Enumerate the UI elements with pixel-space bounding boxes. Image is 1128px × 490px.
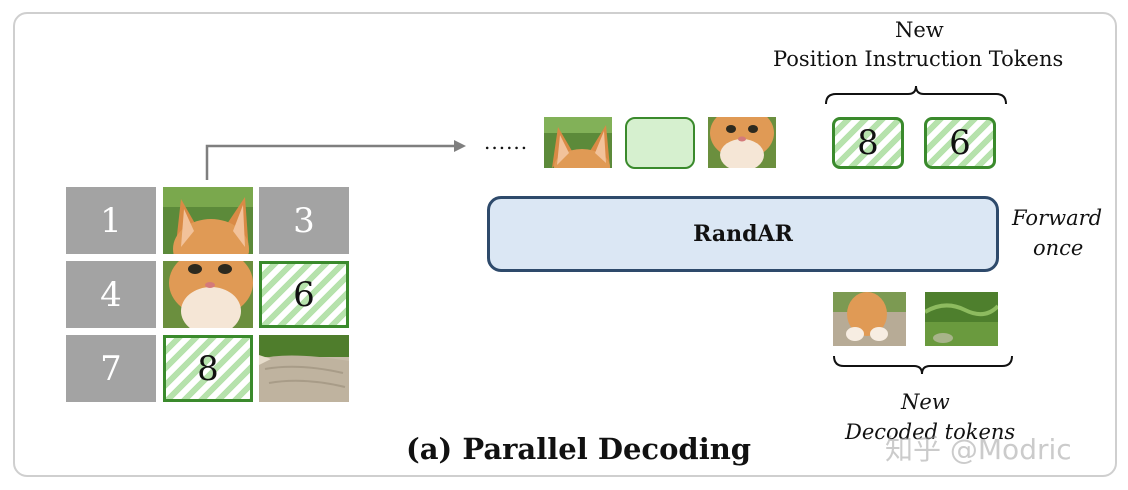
position-token-8: 8 (832, 117, 904, 169)
figure-caption: (a) Parallel Decoding (406, 432, 752, 466)
grid-cell-4: 4 (66, 261, 156, 328)
decoded-token-image-1 (833, 292, 906, 346)
randar-model-box: RandAR (487, 196, 999, 272)
wood-log-image (259, 335, 349, 402)
grid-cell-2-image (163, 187, 253, 254)
sequence-ellipsis: ...... (484, 130, 529, 154)
kitten-face-image (163, 261, 253, 328)
grid-cell-3: 3 (259, 187, 349, 254)
sequence-token-empty (625, 117, 695, 169)
grid-cell-8-target: 8 (163, 335, 253, 402)
kitten-face-small-image (708, 117, 776, 168)
decoded-token-image-2 (925, 292, 998, 346)
kitten-head-image (163, 187, 253, 254)
watermark: 知乎 @Modric (885, 433, 1072, 466)
sequence-token-image-1 (544, 117, 612, 168)
kitten-ears-image (544, 117, 612, 168)
kitten-paws-image (833, 292, 906, 346)
grid-cell-7: 7 (66, 335, 156, 402)
grid-cell-5-image (163, 261, 253, 328)
position-tokens-title-line2: Position Instruction Tokens (773, 47, 1064, 71)
decoded-label-line2: Decoded tokens (845, 420, 1016, 444)
once-label: once (1033, 236, 1084, 260)
position-token-6: 6 (924, 117, 996, 169)
position-tokens-title-line1: New (895, 18, 944, 42)
sequence-token-image-2 (708, 117, 776, 168)
grid-cell-1: 1 (66, 187, 156, 254)
grid-cell-9-image (259, 335, 349, 402)
decoded-label-line1: New (901, 390, 950, 414)
grass-image (925, 292, 998, 346)
forward-label: Forward (1012, 206, 1103, 230)
grid-cell-6-target: 6 (259, 261, 349, 328)
